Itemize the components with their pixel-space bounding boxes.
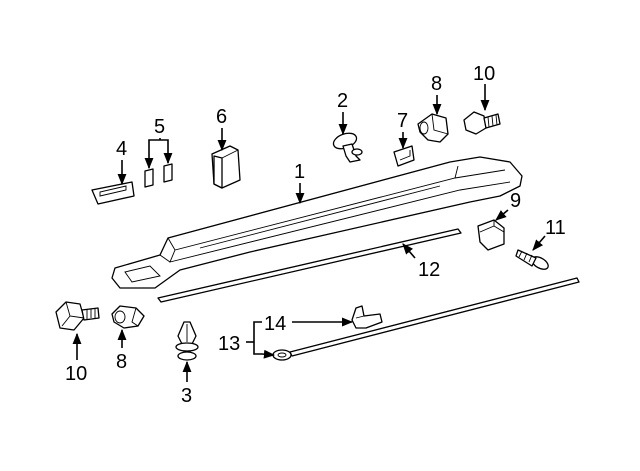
pads-5 (144, 163, 173, 188)
leader-lines (72, 84, 546, 382)
callout-2: 2 (337, 90, 348, 112)
nut-8-bottom (111, 305, 145, 329)
callout-10-top: 10 (473, 63, 495, 85)
running-board-molding (111, 156, 523, 289)
callout-4: 4 (116, 138, 127, 160)
callout-8-bottom: 8 (116, 351, 127, 373)
callout-12: 12 (418, 259, 440, 281)
retainer-9 (477, 219, 505, 251)
block-6 (211, 145, 241, 189)
bracket-4 (91, 181, 135, 205)
callout-3: 3 (181, 385, 192, 407)
callout-14: 14 (264, 313, 286, 335)
screw-11 (515, 249, 549, 270)
clip-14 (351, 305, 383, 329)
callout-7: 7 (397, 110, 408, 132)
callout-6: 6 (216, 106, 227, 128)
callout-11: 11 (545, 217, 566, 239)
bolt-10-bottom (55, 301, 100, 331)
push-clip-3 (175, 321, 199, 361)
bolt-10-top (463, 111, 501, 135)
nut-8-top (417, 113, 449, 143)
bracket-7 (393, 145, 415, 167)
callout-5: 5 (154, 116, 165, 138)
callout-8-top: 8 (431, 73, 442, 95)
rod-12 (157, 228, 462, 303)
callout-13: 13 (218, 333, 240, 355)
callout-10-bottom: 10 (65, 363, 87, 385)
callout-9: 9 (510, 190, 521, 212)
callout-1: 1 (294, 161, 305, 183)
push-clip-2 (332, 132, 363, 163)
callout-labels: 1 2 3 4 5 6 7 8 8 9 10 10 11 12 13 14 (65, 63, 566, 407)
rod-13 (272, 277, 580, 361)
